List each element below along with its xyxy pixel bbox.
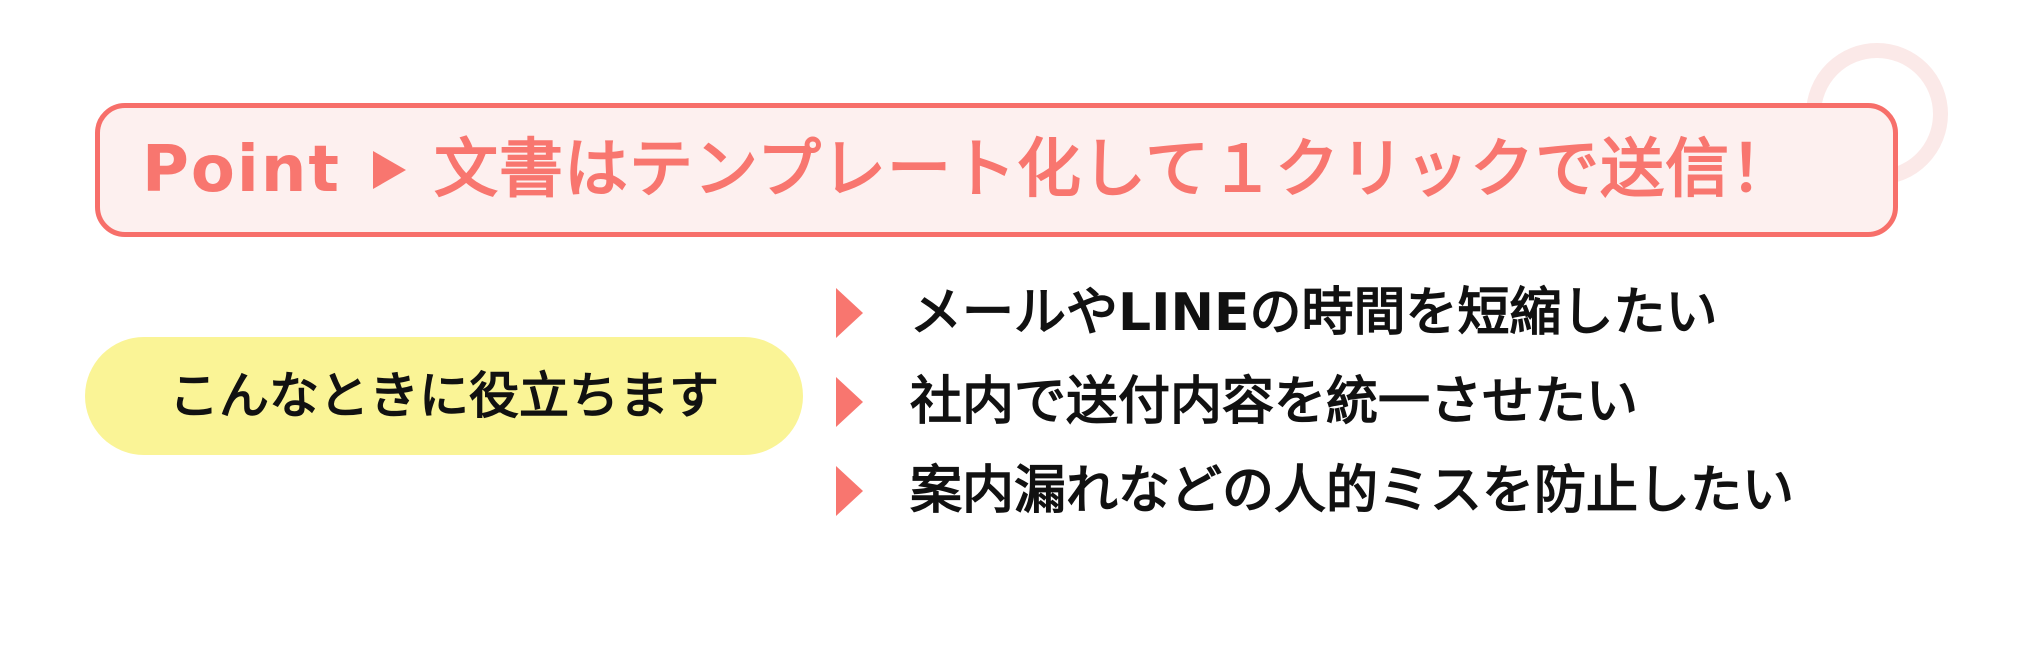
benefit-text: 社内で送付内容を統一させたい [910,371,1639,432]
point-label: Point [142,133,341,207]
benefits-list: メールやLINEの時間を短縮したい 社内で送付内容を統一させたい 案内漏れなどの… [836,268,1794,535]
list-item: 案内漏れなどの人的ミスを防止したい [836,446,1794,535]
list-item: メールやLINEの時間を短縮したい [836,268,1794,357]
benefit-text: 案内漏れなどの人的ミスを防止したい [910,460,1795,521]
triangle-right-icon [836,376,863,427]
benefit-text: メールやLINEの時間を短縮したい [910,282,1718,343]
triangle-right-icon [372,151,406,189]
banner-title: 文書はテンプレート化して１クリックで送信！ [433,133,1796,207]
point-banner: Point 文書はテンプレート化して１クリックで送信！ [95,103,1898,237]
benefits-label-pill: こんなときに役立ちます [85,337,803,455]
benefits-label: こんなときに役立ちます [169,367,719,425]
triangle-right-icon [836,287,863,338]
list-item: 社内で送付内容を統一させたい [836,357,1794,446]
triangle-right-icon [836,465,863,516]
